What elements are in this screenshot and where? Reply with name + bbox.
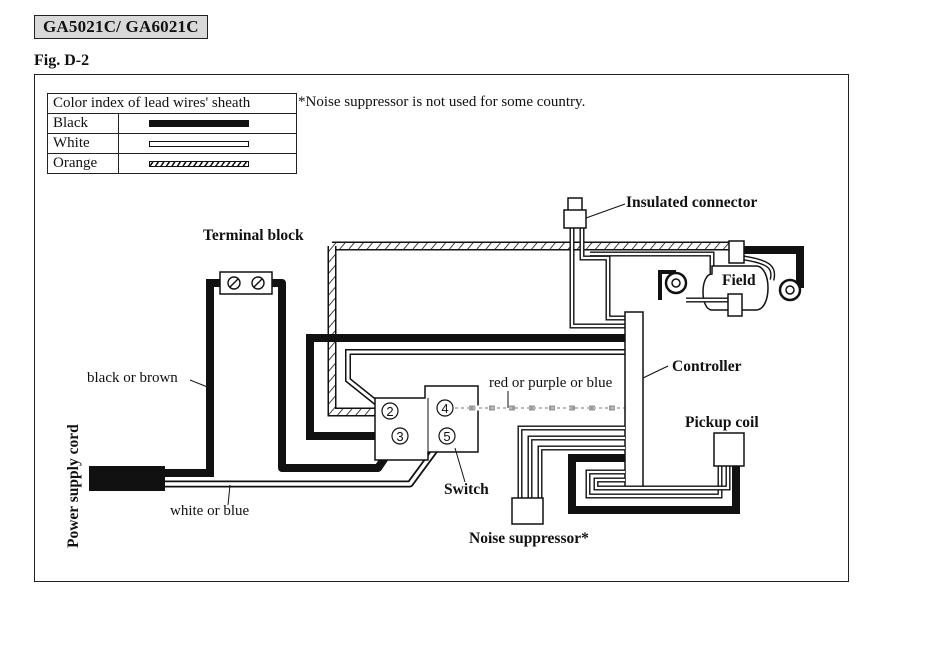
black-brown-leader xyxy=(189,379,211,389)
controller-black-wire xyxy=(306,334,625,440)
terminal-block xyxy=(219,271,273,295)
switch-terminal-3: 3 xyxy=(396,429,403,444)
pickup-coil xyxy=(713,432,745,467)
red-purple-blue-label: red or purple or blue xyxy=(489,375,613,391)
controller-leader xyxy=(642,365,669,379)
field-to-controller-wires xyxy=(569,228,715,329)
black-or-brown-label: black or brown xyxy=(87,370,178,386)
field-label: Field xyxy=(722,272,756,289)
field-coils xyxy=(658,240,804,317)
legend-row-orange: Orange xyxy=(47,153,297,174)
controller-label: Controller xyxy=(672,358,742,375)
diagram-frame xyxy=(34,74,849,582)
figure-label: Fig. D-2 xyxy=(34,52,90,69)
pickup-coil-wires xyxy=(568,454,740,514)
white-blue-leader xyxy=(227,484,231,506)
switch-body: 2 3 4 5 xyxy=(374,385,479,461)
noise-suppressor-label: Noise suppressor* xyxy=(469,530,589,547)
switch-terminal-4: 4 xyxy=(441,401,448,416)
terminal-block-label: Terminal block xyxy=(203,227,304,244)
switch-terminal-5: 5 xyxy=(443,429,450,444)
pickup-coil-label: Pickup coil xyxy=(685,414,759,431)
noise-suppressor xyxy=(511,497,544,525)
model-title: GA5021C/ GA6021C xyxy=(34,15,208,39)
legend-name-orange: Orange xyxy=(47,153,119,174)
noise-suppressor-note: *Noise suppressor is not used for some c… xyxy=(298,94,586,110)
noise-suppressor-wires xyxy=(517,425,625,498)
legend-name-white: White xyxy=(47,133,119,154)
switch-label: Switch xyxy=(444,481,489,498)
switch-leader xyxy=(454,447,466,483)
power-cord-plug xyxy=(89,466,165,491)
insulated-connector-label: Insulated connector xyxy=(626,194,757,211)
orange-wire-swatch xyxy=(149,160,249,167)
black-wire-swatch xyxy=(149,120,249,127)
insulated-connector xyxy=(563,197,626,229)
power-supply-cord-label: Power supply cord xyxy=(65,424,82,548)
white-or-blue-label: white or blue xyxy=(170,503,249,519)
switch-terminal-2: 2 xyxy=(386,404,393,419)
orange-wire xyxy=(327,241,738,417)
controller-unit xyxy=(624,311,644,488)
wire-color-legend: Color index of lead wires' sheath Black … xyxy=(47,93,297,174)
white-wire-swatch xyxy=(149,140,249,147)
